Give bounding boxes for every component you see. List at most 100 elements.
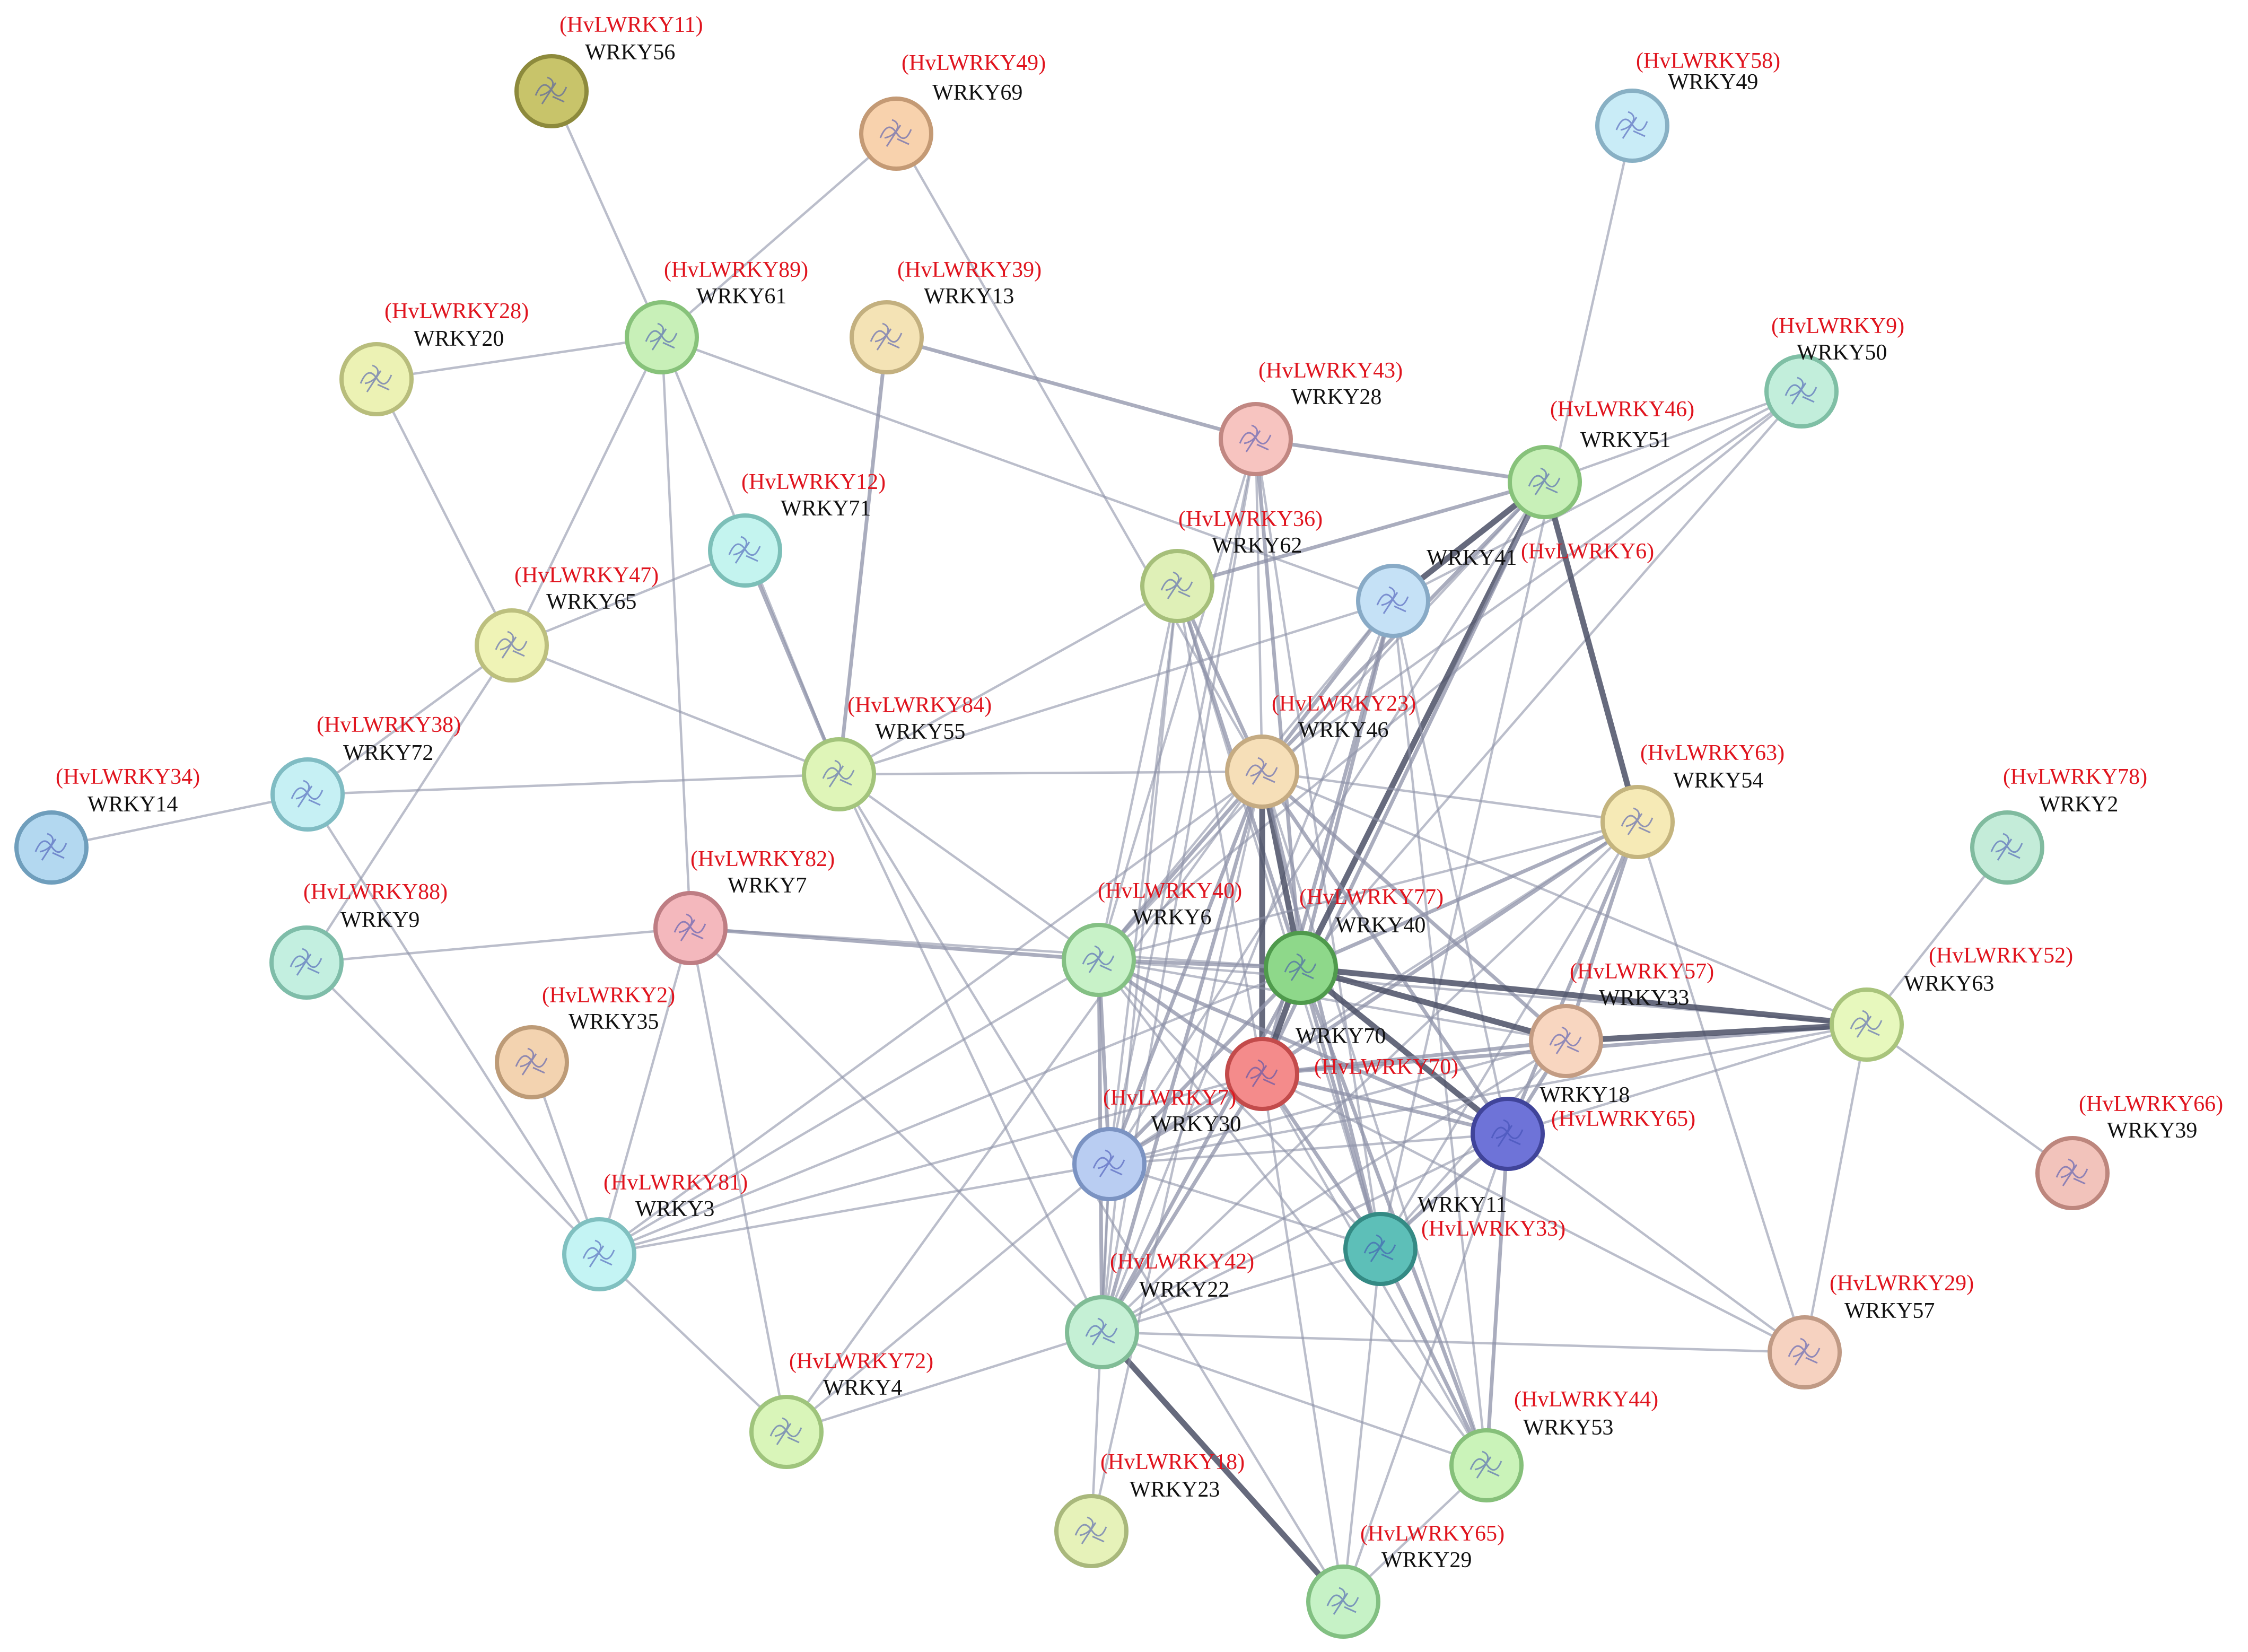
protein-structure-icon (535, 76, 567, 104)
label-hv-WRKY23: (HvLWRKY18) (1100, 1450, 1245, 1474)
node-WRKY49[interactable] (1595, 89, 1669, 163)
node-WRKY71[interactable] (708, 513, 782, 588)
edge-WRKY50-WRKY40 (1299, 390, 1803, 969)
label-hv-WRKY70: (HvLWRKY70) (1314, 1055, 1458, 1079)
protein-structure-icon (360, 364, 392, 392)
node-WRKY50[interactable] (1764, 354, 1839, 429)
label-hv-WRKY50: (HvLWRKY9) (1771, 314, 1904, 338)
node-WRKY65[interactable] (475, 608, 549, 683)
edge-WRKY11-WRKY22 (1100, 1247, 1382, 1334)
protein-structure-icon (1491, 1119, 1524, 1147)
node-WRKY18[interactable] (1471, 1097, 1545, 1171)
edge-WRKY62-WRKY30 (1108, 584, 1179, 1166)
node-WRKY20[interactable] (339, 342, 414, 416)
edge-WRKY51-WRKY6 (1097, 480, 1546, 962)
node-WRKY40[interactable] (1264, 931, 1338, 1005)
edge-WRKY72-WRKY55 (306, 773, 841, 796)
node-WRKY61[interactable] (625, 300, 699, 374)
edge-WRKY70-WRKY18 (1260, 1072, 1510, 1136)
node-WRKY39[interactable] (2035, 1136, 2110, 1210)
edge-WRKY69-WRKY61 (660, 132, 898, 339)
protein-structure-icon (1326, 1587, 1359, 1615)
protein-structure-icon (1082, 945, 1115, 973)
label-hv-WRKY22: (HvLWRKY42) (1110, 1249, 1254, 1274)
node-WRKY35[interactable] (495, 1025, 569, 1099)
edge-WRKY22-WRKY53 (1100, 1331, 1488, 1467)
node-WRKY28[interactable] (1219, 402, 1293, 476)
label-name-WRKY61: WRKY61 (696, 284, 786, 309)
node-WRKY30[interactable] (1072, 1127, 1147, 1201)
protein-structure-icon (495, 631, 528, 659)
node-WRKY53[interactable] (1449, 1428, 1524, 1502)
node-WRKY70[interactable] (1225, 1037, 1299, 1111)
protein-structure-icon (1528, 467, 1561, 495)
node-WRKY56[interactable] (514, 54, 589, 128)
edge-WRKY70-WRKY22 (1100, 1072, 1264, 1334)
edge-WRKY18-WRKY63 (1506, 1023, 1868, 1135)
edge-WRKY18-WRKY22 (1100, 1132, 1509, 1334)
node-WRKY62[interactable] (1140, 549, 1214, 623)
node-WRKY14[interactable] (14, 810, 89, 885)
protein-structure-icon (673, 913, 706, 941)
protein-structure-icon (1621, 807, 1654, 835)
edge-WRKY46-WRKY22 (1100, 770, 1264, 1334)
edge-WRKY40-WRKY3 (598, 966, 1302, 1256)
edge-WRKY41-WRKY18 (1392, 599, 1509, 1135)
label-hv-WRKY33: (HvLWRKY57) (1570, 959, 1714, 984)
protein-structure-icon (1549, 1026, 1582, 1054)
node-WRKY7[interactable] (653, 891, 728, 965)
node-WRKY55[interactable] (802, 737, 876, 811)
protein-structure-icon (870, 322, 903, 351)
edge-WRKY7-WRKY4 (689, 926, 788, 1434)
label-hv-WRKY55: (HvLWRKY84) (847, 693, 992, 718)
edge-WRKY46-WRKY63 (1261, 770, 1868, 1026)
label-name-WRKY18: WRKY18 (1540, 1083, 1630, 1107)
node-WRKY54[interactable] (1600, 785, 1675, 859)
node-WRKY13[interactable] (850, 300, 924, 374)
edge-WRKY9-WRKY3 (305, 961, 601, 1256)
edge-WRKY63-WRKY39 (1865, 1023, 2074, 1175)
edge-WRKY61-WRKY65 (510, 336, 663, 647)
label-hv-WRKY54: (HvLWRKY63) (1640, 741, 1785, 765)
edge-WRKY40-WRKY63 (1298, 965, 1870, 1028)
label-hv-WRKY14: (HvLWRKY34) (56, 765, 200, 789)
node-WRKY4[interactable] (749, 1395, 824, 1469)
label-hv-WRKY41: (HvLWRKY6) (1521, 539, 1654, 564)
label-hv-WRKY71: (HvLWRKY12) (741, 470, 886, 494)
node-WRKY23[interactable] (1054, 1494, 1129, 1568)
node-WRKY41[interactable] (1356, 564, 1430, 638)
node-WRKY46[interactable] (1225, 735, 1299, 809)
label-hv-WRKY30: (HvLWRKY7) (1103, 1086, 1236, 1110)
node-WRKY9[interactable] (269, 925, 344, 1000)
edge-WRKY28-WRKY51 (1254, 437, 1547, 484)
node-WRKY2[interactable] (1970, 810, 2044, 885)
node-WRKY33[interactable] (1529, 1004, 1603, 1078)
protein-structure-icon (645, 322, 678, 351)
node-WRKY22[interactable] (1065, 1295, 1139, 1369)
node-WRKY11[interactable] (1343, 1212, 1418, 1286)
edge-WRKY2-WRKY63 (1865, 846, 2009, 1026)
node-WRKY6[interactable] (1062, 923, 1136, 997)
protein-structure-icon (1788, 1338, 1821, 1366)
label-name-WRKY57: WRKY57 (1844, 1299, 1935, 1323)
node-WRKY29[interactable] (1306, 1564, 1380, 1639)
node-WRKY63[interactable] (1830, 987, 1904, 1062)
edge-WRKY72-WRKY14 (50, 793, 309, 849)
label-name-WRKY62: WRKY62 (1212, 534, 1302, 558)
edge-WRKY63-WRKY57 (1803, 1023, 1868, 1354)
node-WRKY69[interactable] (859, 97, 933, 171)
label-name-WRKY30: WRKY30 (1151, 1112, 1241, 1137)
node-WRKY51[interactable] (1508, 445, 1582, 519)
node-WRKY57[interactable] (1768, 1315, 1842, 1389)
node-WRKY3[interactable] (562, 1217, 636, 1291)
label-hv-WRKY63: (HvLWRKY52) (1929, 943, 2073, 968)
node-WRKY72[interactable] (270, 757, 345, 832)
label-hv-WRKY11: (HvLWRKY33) (1421, 1217, 1565, 1241)
edge-WRKY54-WRKY30 (1108, 820, 1639, 1166)
label-name-WRKY41: WRKY41 (1427, 546, 1517, 570)
protein-structure-icon (1376, 586, 1409, 614)
label-name-WRKY46: WRKY46 (1298, 718, 1388, 742)
label-name-WRKY39: WRKY39 (2107, 1118, 2197, 1143)
label-name-WRKY29: WRKY29 (1381, 1548, 1472, 1572)
protein-structure-icon (582, 1239, 615, 1268)
